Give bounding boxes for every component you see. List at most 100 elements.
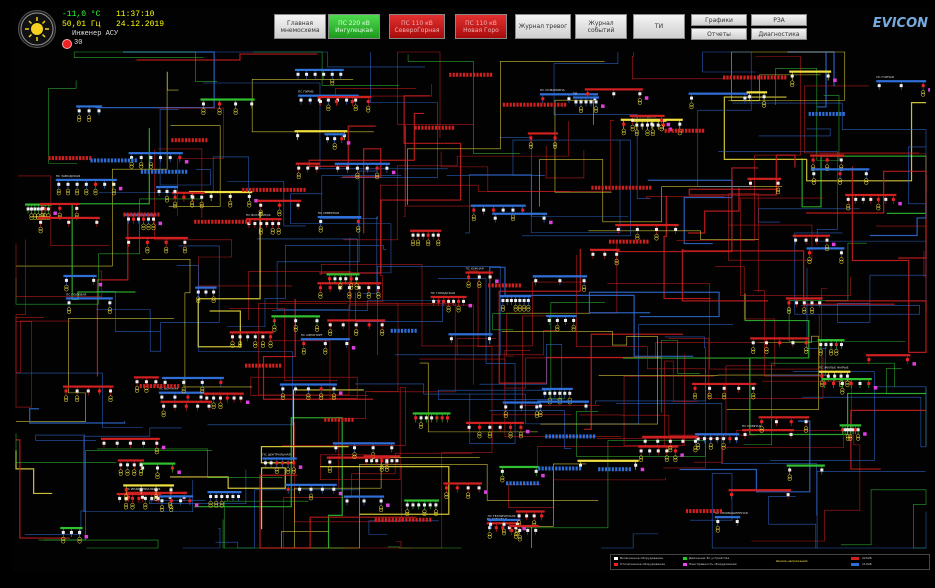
breaker: [404, 328, 407, 333]
feeder-line: [258, 303, 474, 396]
feeder-line: [875, 225, 927, 277]
substation-node: [133, 376, 159, 393]
nav-diagnostics-button[interactable]: Диагностика: [751, 28, 807, 40]
breaker: [178, 138, 181, 143]
feeder-line: [156, 107, 224, 216]
breaker: [770, 75, 773, 80]
breaker: [293, 187, 296, 192]
breaker: [689, 509, 692, 514]
diagram-legend: Включенное оборудование Отключенное обор…: [610, 554, 930, 570]
breaker: [519, 481, 522, 486]
substation-node: [63, 385, 114, 403]
breaker: [303, 187, 306, 192]
breaker: [211, 219, 214, 224]
breaker: [842, 111, 845, 116]
feeder-line: [142, 259, 253, 388]
nav-event-log-button[interactable]: Журнал событий: [575, 14, 627, 39]
breaker: [733, 75, 736, 80]
nav-ti-button[interactable]: ТИ: [633, 14, 685, 39]
substation-node: [334, 162, 396, 180]
breaker: [205, 138, 208, 143]
feeder-line: [521, 411, 706, 529]
breaker: [255, 187, 259, 192]
substation-node: [76, 105, 102, 122]
feeder-line: [227, 180, 306, 227]
breaker: [238, 219, 241, 224]
alarm-icon[interactable]: [62, 39, 72, 49]
breaker: [153, 212, 157, 217]
breaker: [341, 417, 344, 422]
substation-node: [404, 499, 439, 516]
substation-node: [492, 212, 553, 225]
breaker: [249, 187, 252, 192]
feeder-line: [468, 270, 493, 445]
breaker: [248, 219, 251, 224]
breaker: [698, 128, 701, 133]
breaker: [55, 156, 58, 161]
feeder-line: [647, 179, 733, 245]
evicon-logo: EVICON: [872, 16, 928, 31]
breaker: [608, 239, 612, 244]
breaker: [217, 219, 221, 224]
substation-node: [821, 377, 878, 395]
breaker: [538, 466, 541, 471]
substation-node: ПС ВЕРХНЯЯ: [158, 387, 205, 402]
breaker: [85, 156, 88, 161]
nav-rza-button[interactable]: РЗА: [751, 14, 807, 26]
breaker: [784, 75, 787, 80]
substation-node: ПС ЮЖНАЯ: [465, 266, 499, 289]
feeder-line: [506, 244, 618, 357]
substation-node: [508, 524, 539, 542]
breaker: [582, 434, 585, 439]
nav-main-mnemonic-button[interactable]: Главная мнемосхема: [274, 14, 326, 39]
nav-ps220-ingulets-button[interactable]: ПС 220 кВ Ингулецкая: [328, 14, 380, 39]
breaker: [224, 219, 227, 224]
substation-label: ПС ГОРНАЯ: [876, 75, 894, 79]
breaker: [543, 102, 546, 107]
breaker: [384, 517, 388, 522]
breaker: [490, 72, 493, 77]
breaker: [558, 434, 562, 439]
substation-node: [691, 382, 757, 400]
grid-frequency: 50,01 Гц: [62, 20, 101, 29]
feeder-line: [226, 245, 387, 328]
breaker: [594, 185, 597, 190]
feeder-line: [407, 54, 521, 154]
breaker: [334, 417, 337, 422]
substation-node: ПС ПРОМЫШЛЕННАЯ: [714, 511, 748, 533]
breaker: [200, 219, 204, 224]
breaker: [181, 169, 184, 174]
nav-alarm-log-button[interactable]: Журнал тревог: [515, 14, 571, 39]
breaker: [431, 125, 434, 130]
feeder-line: [17, 175, 110, 246]
breaker: [756, 75, 760, 80]
breaker: [486, 72, 489, 77]
nav-charts-button[interactable]: Графики: [691, 14, 747, 26]
nav-reports-button[interactable]: Отчеты: [691, 28, 747, 40]
breaker: [695, 128, 698, 133]
breaker: [639, 239, 642, 244]
breaker: [716, 509, 719, 514]
breaker: [818, 111, 822, 116]
nav-ps110-severogornaya-button[interactable]: ПС 110 кВ СевероГорная: [389, 14, 445, 39]
substation-node: [532, 275, 588, 292]
substation-node: [537, 400, 589, 418]
feeder-line: [869, 204, 927, 237]
breaker: [628, 467, 631, 472]
substation-node: [839, 424, 867, 441]
feeder-line: [15, 317, 45, 408]
breaker: [412, 517, 415, 522]
substation-node: [546, 314, 577, 332]
breaker: [773, 75, 777, 80]
breaker: [266, 187, 269, 192]
breaker: [719, 509, 723, 514]
nav-ps110-novaya-button[interactable]: ПС 110 кВ Новая Горо: [455, 14, 507, 39]
breaker: [685, 128, 688, 133]
breaker: [608, 467, 611, 472]
breaker: [78, 156, 82, 161]
breaker: [276, 187, 279, 192]
substation-node: [60, 526, 89, 544]
breaker: [154, 169, 157, 174]
feeder-line: [693, 425, 844, 463]
substation-node: [785, 297, 823, 314]
